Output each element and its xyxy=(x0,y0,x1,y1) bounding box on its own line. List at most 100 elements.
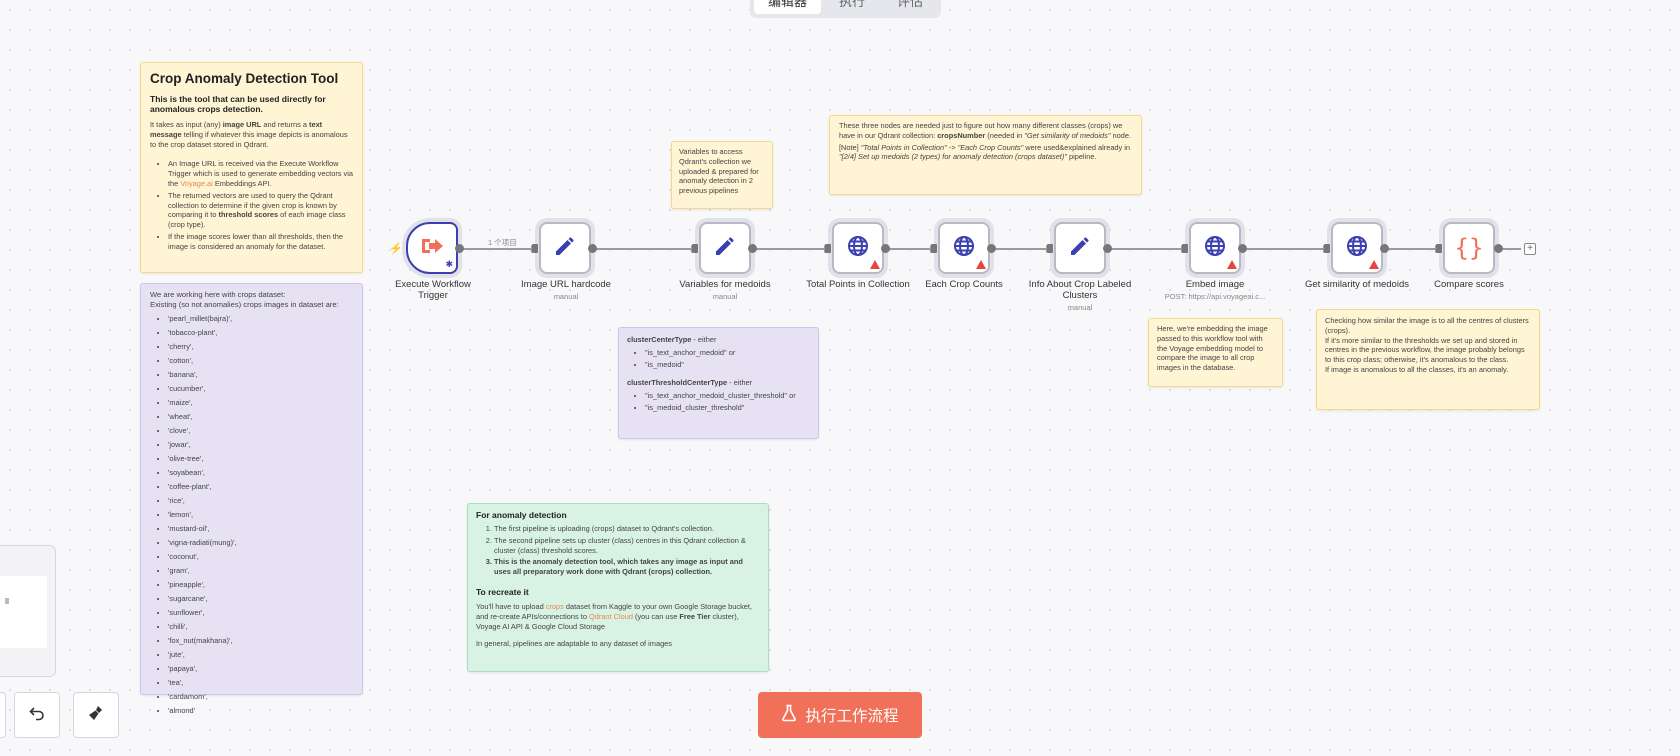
crop-list-item: 'olive-tree', xyxy=(168,453,353,465)
crop-list-item: 'sunflower', xyxy=(168,607,353,619)
crop-list-item: 'coffee-plant', xyxy=(168,481,353,493)
connection-edge[interactable] xyxy=(1108,248,1185,250)
connection-edge[interactable] xyxy=(593,248,695,250)
node-input-handle[interactable] xyxy=(1182,244,1188,253)
tab-editor[interactable]: 编辑器 xyxy=(754,0,822,14)
node-embed-image[interactable] xyxy=(1189,222,1241,274)
sticky-paragraph: In general, pipelines are adaptable to a… xyxy=(476,639,672,649)
node-output-handle[interactable] xyxy=(1238,244,1247,253)
sticky-paragraph: Checking how similar the image is to all… xyxy=(1325,316,1529,335)
node-variables-for-medoids[interactable] xyxy=(699,222,751,274)
connection-edge[interactable] xyxy=(1499,248,1521,250)
node-image-url-hardcode[interactable] xyxy=(539,222,591,274)
undo-button[interactable] xyxy=(14,692,60,738)
edge-item-count: 1 个项目 xyxy=(488,238,517,247)
connection-edge[interactable] xyxy=(886,248,934,250)
node-total-points-in-collection[interactable] xyxy=(832,222,884,274)
crop-list-item: 'jute', xyxy=(168,649,353,661)
crop-list-item: 'gram', xyxy=(168,565,353,577)
node-output-handle[interactable] xyxy=(748,244,757,253)
node-output-handle[interactable] xyxy=(588,244,597,253)
node-compare-scores[interactable]: {} xyxy=(1443,222,1495,274)
node-input-handle[interactable] xyxy=(692,244,698,253)
pencil-icon xyxy=(713,234,737,263)
node-input-handle[interactable] xyxy=(825,244,831,253)
warning-icon xyxy=(1227,260,1237,269)
sticky-note-tool-description[interactable]: Crop Anomaly Detection Tool This is the … xyxy=(140,62,363,273)
broom-icon xyxy=(87,704,105,727)
tab-executions[interactable]: 执行 xyxy=(839,0,866,9)
code-braces-icon: {} xyxy=(1454,234,1484,262)
sticky-subtitle: This is the tool that can be used direct… xyxy=(150,94,326,114)
voyage-link[interactable]: Voyage.ai xyxy=(180,178,213,188)
globe-icon xyxy=(1345,234,1369,263)
sticky-note-crops-list[interactable]: We are working here with crops dataset: … xyxy=(140,283,363,715)
crop-list-item: 'clove', xyxy=(168,425,353,437)
sticky-text: Here, we're embedding the image passed t… xyxy=(1157,324,1268,373)
sticky-note-embed[interactable]: Here, we're embedding the image passed t… xyxy=(1148,318,1283,387)
crop-list-item: 'chilli', xyxy=(168,621,353,633)
crop-list-item: 'lemon', xyxy=(168,509,353,521)
execute-workflow-button[interactable]: 执行工作流程 xyxy=(758,692,922,738)
node-input-handle[interactable] xyxy=(931,244,937,253)
crop-list-item: 'pineapple', xyxy=(168,579,353,591)
connection-edge[interactable] xyxy=(1243,248,1327,250)
list-item: "is_text_anchor_medoid" or xyxy=(645,348,810,358)
globe-icon xyxy=(1203,234,1227,263)
list-item: The returned vectors are used to query t… xyxy=(168,191,353,230)
tab-evaluations[interactable]: 评估 xyxy=(897,0,924,9)
add-node-button[interactable]: + xyxy=(1524,243,1536,255)
partial-control-button[interactable] xyxy=(0,692,6,738)
qdrant-cloud-link[interactable]: Qdrant Cloud xyxy=(588,611,633,621)
minimap-viewport xyxy=(0,576,47,648)
crop-list-item: 'wheat', xyxy=(168,411,353,423)
minimap-panel[interactable] xyxy=(0,545,56,677)
sticky-note-similarity-check[interactable]: Checking how similar the image is to all… xyxy=(1316,309,1540,410)
node-get-similarity-of-medoids[interactable] xyxy=(1331,222,1383,274)
crop-list-item: 'maize', xyxy=(168,397,353,409)
node-label: Each Crop Counts xyxy=(925,279,1003,290)
sticky-heading: To recreate it xyxy=(476,586,529,597)
node-output-handle[interactable] xyxy=(1494,244,1503,253)
node-output-handle[interactable] xyxy=(455,244,464,253)
connection-edge[interactable] xyxy=(753,248,828,250)
connection-edge[interactable] xyxy=(463,248,535,250)
node-output-handle[interactable] xyxy=(1380,244,1389,253)
pencil-icon xyxy=(553,234,577,263)
view-tabs: 编辑器 执行 评估 xyxy=(750,0,942,18)
node-input-handle[interactable] xyxy=(532,244,538,253)
globe-icon xyxy=(846,234,870,263)
list-item: An Image URL is received via the Execute… xyxy=(168,159,353,188)
sticky-note-cluster-types[interactable]: clusterCenterType - either "is_text_anch… xyxy=(618,327,819,439)
sticky-note-three-nodes[interactable]: These three nodes are needed just to fig… xyxy=(829,115,1142,195)
list-item: The second pipeline sets up cluster (cla… xyxy=(494,536,760,556)
undo-icon xyxy=(28,704,46,727)
node-output-handle[interactable] xyxy=(1103,244,1112,253)
connection-edge[interactable] xyxy=(992,248,1050,250)
node-input-handle[interactable] xyxy=(1324,244,1330,253)
sticky-paragraph: It takes as input (any) image URL and re… xyxy=(150,120,348,149)
node-output-handle[interactable] xyxy=(987,244,996,253)
crops-link[interactable]: crops xyxy=(545,601,564,611)
crop-list-item: 'mustard-oil', xyxy=(168,523,353,535)
sticky-text: Variables to access Qdrant's collection … xyxy=(679,147,759,196)
clear-execution-button[interactable] xyxy=(73,692,119,738)
node-input-handle[interactable] xyxy=(1436,244,1442,253)
node-info-about-crop-labeled-clusters[interactable] xyxy=(1054,222,1106,274)
sticky-note-anomaly-detection[interactable]: For anomaly detection The first pipeline… xyxy=(467,503,769,672)
node-label: Image URL hardcode xyxy=(521,279,611,290)
connection-edge[interactable] xyxy=(1385,248,1439,250)
node-execute-workflow-trigger[interactable]: ✱ xyxy=(406,222,458,274)
sticky-note-variables[interactable]: Variables to access Qdrant's collection … xyxy=(671,141,773,209)
node-output-handle[interactable] xyxy=(881,244,890,253)
warning-icon xyxy=(870,260,880,269)
crop-list-item: 'vigna-radiati(mung)', xyxy=(168,537,353,549)
node-subtitle: manual xyxy=(712,292,738,301)
warning-icon xyxy=(1369,260,1379,269)
node-each-crop-counts[interactable] xyxy=(938,222,990,274)
crop-list-item: 'tobacco-plant', xyxy=(168,327,353,339)
cluster-center-options: "is_text_anchor_medoid" or "is_medoid" xyxy=(627,348,810,370)
crops-intro-1: We are working here with crops dataset: xyxy=(150,290,286,299)
trigger-lightning-icon: ⚡ xyxy=(389,243,403,255)
node-input-handle[interactable] xyxy=(1047,244,1053,253)
